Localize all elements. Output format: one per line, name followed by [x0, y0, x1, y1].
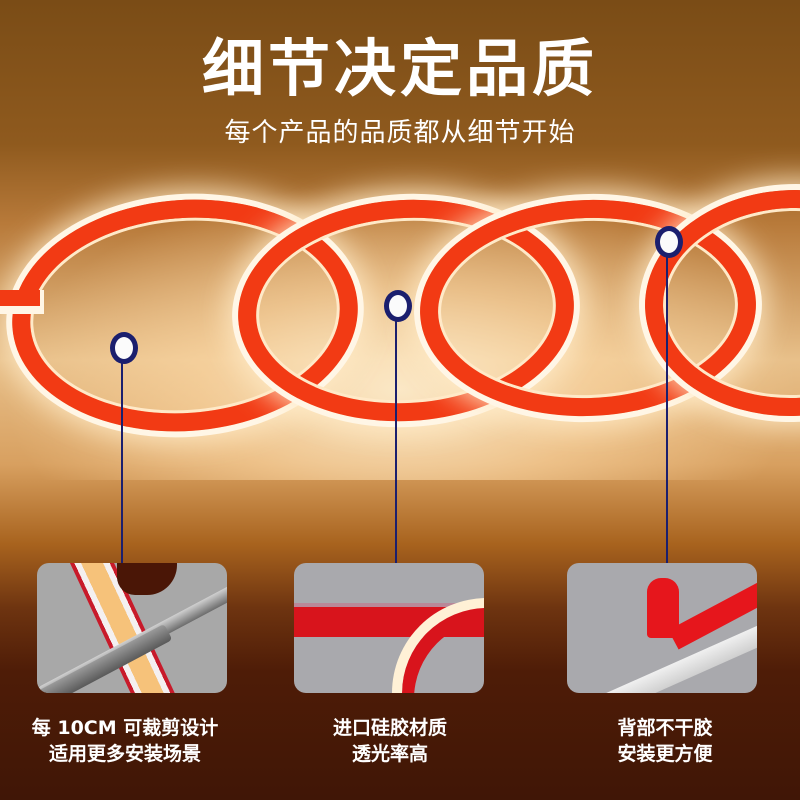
feature-caption-1-line1: 每 10CM 可裁剪设计 — [31, 717, 219, 739]
feature-caption-3: 背部不干胶 安装更方便 — [570, 715, 760, 767]
page-title: 细节决定品质 — [201, 32, 598, 105]
peeled-tape-curl — [647, 578, 679, 638]
page-subtitle: 每个产品的品质都从细节开始 — [224, 118, 576, 148]
feature-caption-3-line2: 安装更方便 — [617, 743, 713, 765]
feature-caption-1-line2: 适用更多安装场景 — [48, 743, 201, 765]
callout-marker-3 — [655, 226, 683, 258]
redaction-blob — [117, 563, 177, 595]
feature-caption-2: 进口硅胶材质 透光率高 — [295, 715, 485, 767]
feature-caption-2-line2: 透光率高 — [351, 743, 428, 765]
feature-image-silicone — [294, 563, 484, 693]
feature-caption-2-line1: 进口硅胶材质 — [332, 717, 447, 739]
callout-line-2 — [395, 320, 397, 565]
led-strip-left-tail — [0, 290, 40, 306]
callout-line-3 — [666, 256, 668, 566]
feature-caption-3-line1: 背部不干胶 — [617, 717, 713, 739]
callout-marker-1 — [110, 332, 138, 364]
callout-line-1 — [121, 362, 123, 570]
feature-image-adhesive — [567, 563, 757, 693]
feature-image-cut — [37, 563, 227, 693]
feature-caption-1: 每 10CM 可裁剪设计 适用更多安装场景 — [20, 715, 230, 767]
callout-marker-2 — [384, 290, 412, 322]
